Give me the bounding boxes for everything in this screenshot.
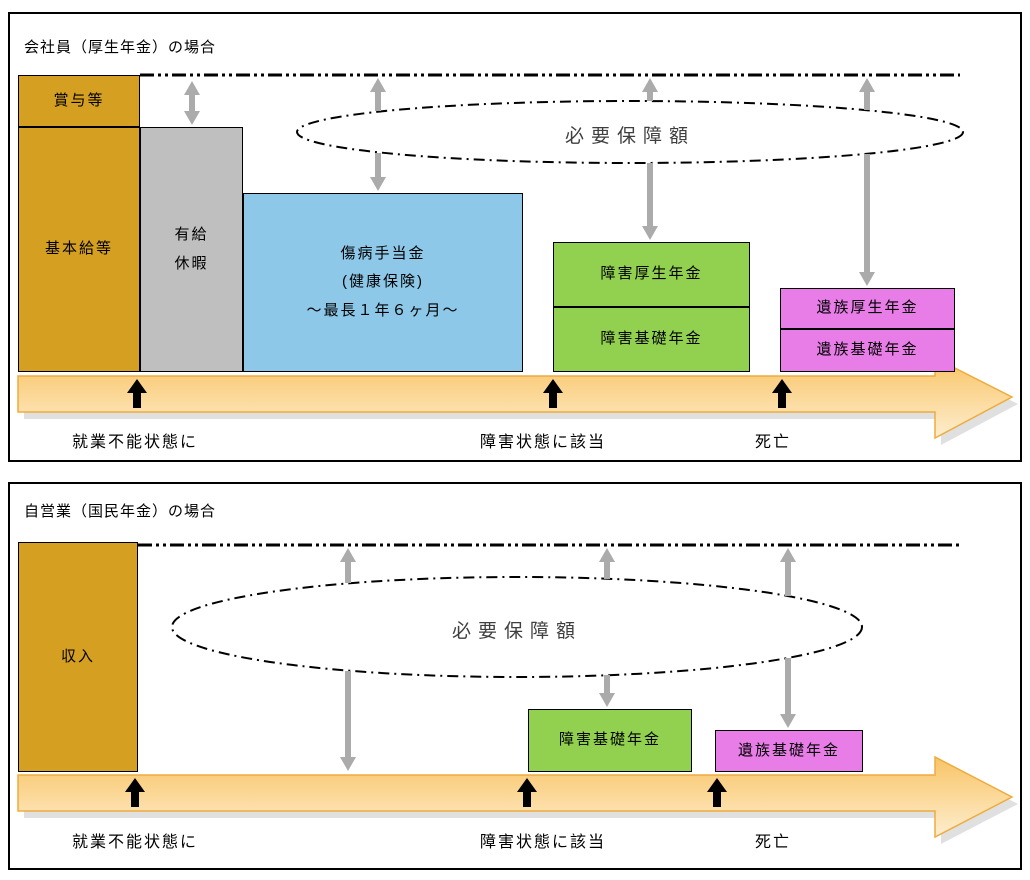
sickness-line3: ～最長１年６ヶ月～ bbox=[306, 301, 460, 319]
event-marker-arrow-icon bbox=[707, 778, 727, 792]
survivor-kiso-block: 遺族基礎年金 bbox=[780, 329, 955, 372]
up-arrow-icon bbox=[599, 548, 615, 562]
bonus-block: 賞与等 bbox=[18, 75, 140, 127]
panel-title: 会社員（厚生年金）の場合 bbox=[24, 39, 217, 56]
down-arrow-icon bbox=[370, 177, 386, 191]
arrow-stem bbox=[375, 153, 381, 179]
employee-diagram-canvas bbox=[17, 73, 1018, 445]
event-markers bbox=[125, 778, 727, 807]
arrow-stem bbox=[785, 560, 791, 596]
paid-leave-line1: 有給 bbox=[174, 226, 209, 243]
arrow-stem bbox=[647, 163, 653, 226]
arrow-stem bbox=[345, 671, 351, 757]
sickness-allowance-block: 傷病手当金 (健康保険) ～最長１年６ヶ月～ bbox=[243, 193, 523, 372]
event-marker-stem bbox=[713, 790, 721, 807]
timeline-arrow bbox=[17, 755, 1014, 839]
event-marker-stem bbox=[131, 790, 139, 807]
event-marker-arrow-icon bbox=[125, 778, 145, 792]
disability-kiso-block: 障害基礎年金 bbox=[528, 709, 692, 772]
coverage-ellipse bbox=[171, 576, 863, 678]
up-arrow-icon bbox=[340, 548, 356, 562]
event-label-disability-status: 障害状態に該当 bbox=[480, 434, 607, 451]
sickness-line2: (健康保険) bbox=[342, 273, 424, 291]
event-label-disabled-to-work: 就業不能状態に bbox=[72, 434, 199, 451]
coverage-amount-label: 必要保障額 bbox=[451, 621, 582, 642]
survivor-kiso-block: 遺族基礎年金 bbox=[715, 730, 863, 772]
employee-pension-panel: 会社員（厚生年金）の場合 賞与等 基本給等 有給 休暇 傷病手当金 (健康保険)… bbox=[8, 12, 1022, 462]
event-marker-stem bbox=[523, 790, 531, 807]
down-arrow-icon bbox=[780, 714, 796, 728]
up-arrow-icon bbox=[780, 548, 796, 562]
paid-leave-block: 有給 休暇 bbox=[140, 127, 243, 372]
event-marker-arrow-icon bbox=[517, 778, 537, 792]
down-arrow-icon bbox=[599, 693, 615, 707]
arrow-stem bbox=[647, 90, 653, 101]
arrow-stem bbox=[864, 154, 870, 272]
self-employed-diagram-canvas bbox=[17, 543, 1018, 844]
up-arrow-icon bbox=[859, 78, 875, 92]
panel-title: 自営業（国民年金）の場合 bbox=[24, 503, 217, 520]
up-arrow-icon bbox=[370, 78, 386, 92]
event-marker-stem bbox=[549, 391, 557, 408]
event-label-death: 死亡 bbox=[755, 834, 792, 851]
event-marker-stem bbox=[778, 391, 786, 408]
survivor-kosei-block: 遺族厚生年金 bbox=[780, 288, 955, 329]
event-marker-arrow-icon bbox=[127, 379, 147, 393]
timeline-arrow bbox=[17, 356, 1014, 440]
base-salary-block: 基本給等 bbox=[18, 127, 140, 372]
arrow-stem bbox=[345, 560, 351, 583]
income-block: 収入 bbox=[18, 542, 138, 772]
disability-kiso-block: 障害基礎年金 bbox=[553, 307, 750, 372]
coverage-ellipse bbox=[296, 100, 964, 164]
self-employed-pension-panel: 自営業（国民年金）の場合 収入 障害基礎年金 遺族基礎年金 必要保障額 就業不能… bbox=[8, 482, 1022, 870]
up-arrow-icon bbox=[642, 78, 658, 92]
event-marker-arrow-icon bbox=[772, 379, 792, 393]
coverage-amount-label: 必要保障額 bbox=[564, 126, 695, 147]
down-arrow-icon bbox=[642, 226, 658, 240]
paid-leave-line2: 休暇 bbox=[174, 254, 209, 272]
event-label-disability-status: 障害状態に該当 bbox=[480, 834, 607, 851]
disability-kosei-block: 障害厚生年金 bbox=[553, 242, 750, 307]
event-label-death: 死亡 bbox=[755, 434, 792, 451]
arrow-stem bbox=[604, 560, 610, 579]
gap-arrows bbox=[340, 548, 796, 771]
gap-arrows bbox=[184, 78, 875, 286]
arrow-stem bbox=[189, 93, 195, 113]
up-arrow-icon bbox=[184, 81, 200, 95]
event-markers bbox=[127, 379, 792, 408]
arrow-stem bbox=[864, 90, 870, 110]
down-arrow-icon bbox=[340, 757, 356, 771]
down-arrow-icon bbox=[859, 272, 875, 286]
down-arrow-icon bbox=[184, 111, 200, 125]
event-marker-stem bbox=[133, 391, 141, 408]
arrow-stem bbox=[785, 658, 791, 714]
arrow-stem bbox=[375, 90, 381, 111]
sickness-line1: 傷病手当金 bbox=[340, 244, 426, 262]
arrow-stem bbox=[604, 675, 610, 693]
event-label-disabled-to-work: 就業不能状態に bbox=[72, 834, 199, 851]
event-marker-arrow-icon bbox=[543, 379, 563, 393]
